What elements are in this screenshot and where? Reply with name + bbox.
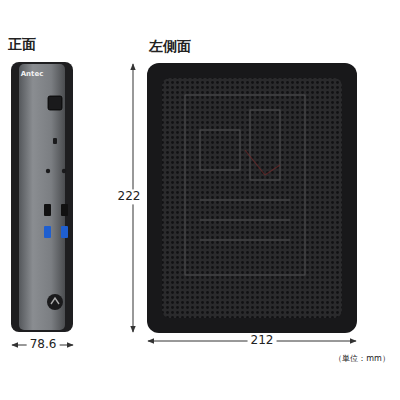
dimension-value: 78.6 (27, 337, 60, 352)
view-title: 左側面 (149, 39, 191, 54)
brand-logo: Antec (21, 71, 44, 79)
dimension-value: 222 (115, 189, 144, 204)
unit-note: （単位：mm） (334, 355, 390, 364)
view-title: 正面 (8, 37, 36, 52)
dimension-value: 212 (248, 333, 277, 348)
